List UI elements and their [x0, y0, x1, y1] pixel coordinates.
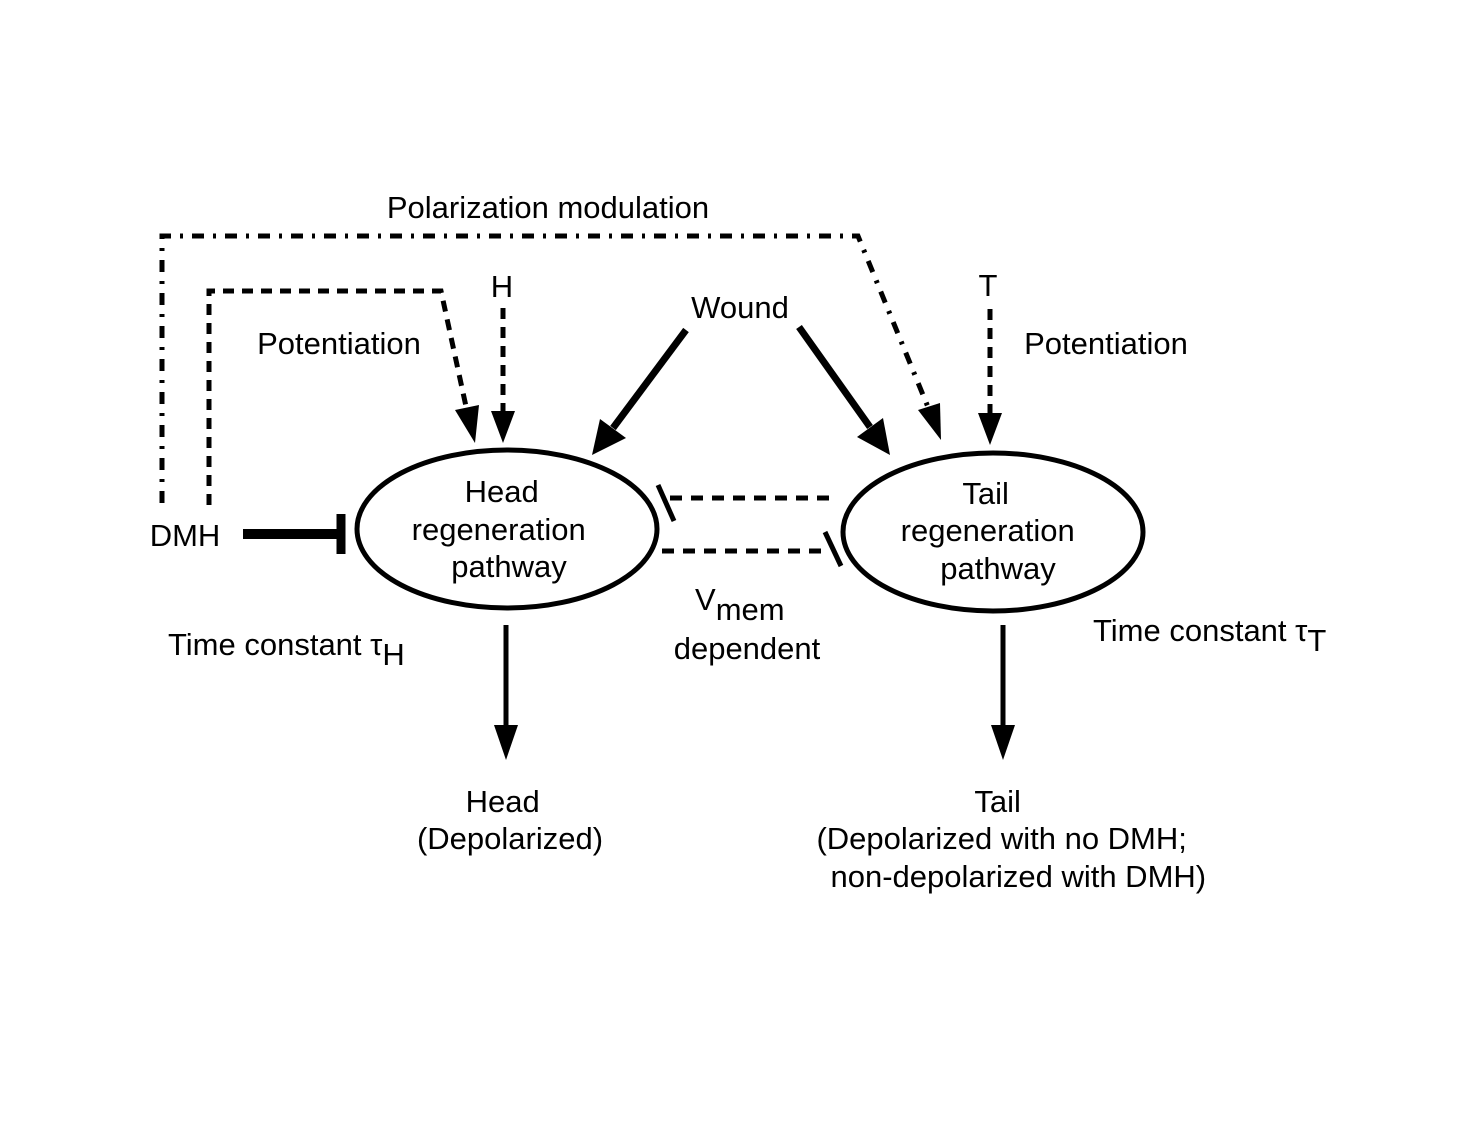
tail-pathway-line-1: Tail: [962, 476, 1009, 511]
time-constant-tail-main: Time constant τ: [1093, 613, 1307, 648]
wound-to-tail-edge: [796, 324, 873, 430]
potentiation-left-arrowhead: [455, 405, 479, 443]
t-input-arrowhead: [978, 413, 1002, 445]
time-constant-tail-label: Time constant τT: [1093, 613, 1326, 658]
head-output-arrowhead: [494, 725, 518, 760]
head-inhibits-tail-bar: [822, 530, 844, 568]
head-pathway-line-1: Head: [465, 474, 539, 509]
tail-pathway-line-2: regeneration: [901, 513, 1075, 548]
head-pathway-line-2: regeneration: [412, 512, 586, 547]
wound-to-head-arrowhead: [592, 419, 626, 455]
tail-pathway-label: Tail regeneration pathway: [901, 476, 1084, 586]
tail-pathway-line-3: pathway: [940, 551, 1056, 586]
wound-label: Wound: [691, 290, 789, 325]
head-pathway-line-3: pathway: [451, 549, 567, 584]
potentiation-left-edge: [206, 288, 470, 505]
h-input-arrowhead: [491, 411, 515, 443]
tail-output-line-1: Tail: [974, 784, 1021, 819]
t-input-label: T: [979, 268, 998, 303]
time-constant-head-main: Time constant τ: [168, 627, 382, 662]
tail-output-arrowhead: [991, 725, 1015, 760]
h-input-label: H: [491, 269, 513, 304]
dmh-label: DMH: [150, 518, 221, 553]
time-constant-tail-subscript: T: [1307, 623, 1326, 658]
wound-to-tail-arrowhead: [857, 418, 890, 455]
head-output-line-1: Head: [466, 784, 540, 819]
polarization-modulation-label: Polarization modulation: [387, 190, 709, 225]
vmem-label: Vmem: [695, 582, 785, 627]
head-output-label: Head (Depolarized): [417, 784, 603, 856]
polarization-modulation-arrowhead: [918, 403, 941, 440]
vmem-dependent-label: dependent: [674, 631, 821, 666]
tail-output-line-2: (Depolarized with no DMH;: [816, 821, 1186, 856]
polarization-modulation-edge: [159, 233, 933, 503]
time-constant-head-label: Time constant τH: [168, 627, 405, 672]
potentiation-right-label: Potentiation: [1024, 326, 1188, 361]
wound-to-head-edge: [610, 327, 689, 431]
vmem-main: V: [695, 582, 716, 617]
tail-output-line-3: non-depolarized with DMH): [822, 859, 1206, 894]
head-pathway-node: [354, 447, 660, 611]
time-constant-head-subscript: H: [382, 637, 404, 672]
head-pathway-label: Head regeneration pathway: [412, 474, 595, 584]
tail-inhibits-head-bar: [655, 483, 677, 523]
vmem-subscript: mem: [716, 592, 785, 627]
tail-output-label: Tail (Depolarized with no DMH; non-depol…: [816, 784, 1206, 894]
tail-pathway-node: [840, 450, 1146, 614]
potentiation-left-label: Potentiation: [257, 326, 421, 361]
head-output-line-2: (Depolarized): [417, 821, 603, 856]
